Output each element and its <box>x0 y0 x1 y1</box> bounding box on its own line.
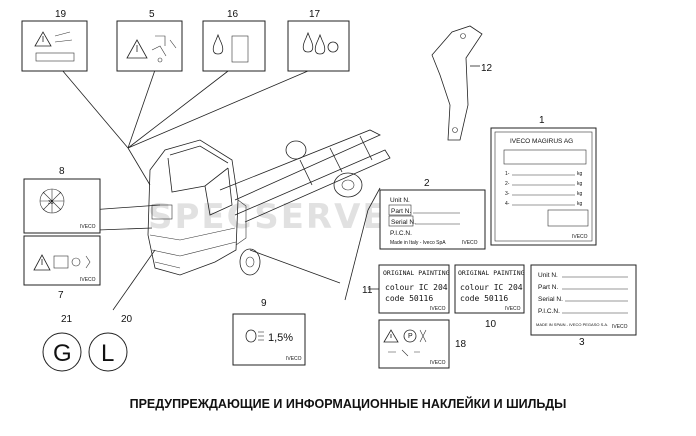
plate-1-unit3: kg <box>577 191 583 197</box>
paint-10-colour: colour IC 204 <box>460 283 523 292</box>
plate-1-row1: 1- <box>505 171 510 177</box>
callout-7: 7 <box>58 290 64 301</box>
callout-18: 18 <box>455 339 467 350</box>
label-8-brand: IVECO <box>80 224 96 230</box>
plate-2-serial: Serial N. <box>391 219 416 226</box>
plate-1-row3: 3- <box>505 191 510 197</box>
callout-19: 19 <box>55 9 67 20</box>
label-17: 17 <box>287 9 350 72</box>
callout-21: 21 <box>61 314 73 325</box>
plate-2-brand: IVECO <box>462 240 478 246</box>
paint-11-title: ORIGINAL PAINTING <box>383 269 450 277</box>
callout-11: 11 <box>362 285 373 296</box>
callout-10: 10 <box>485 319 497 330</box>
paint-label-10: ORIGINAL PAINTING colour IC 204 code 501… <box>454 264 525 330</box>
paint-11-brand: IVECO <box>430 306 446 312</box>
label-7-brand: IVECO <box>80 277 96 283</box>
label-8: 8 35 IVECO <box>23 166 101 234</box>
disc-21: 21 G <box>42 314 82 372</box>
label-8-value: 35 <box>48 200 54 206</box>
callout-2: 2 <box>424 178 430 189</box>
plate-3: Unit N. Part N. Serial N. P.I.C.N. MADE … <box>530 264 637 348</box>
svg-text:P: P <box>408 333 413 340</box>
callout-12: 12 <box>481 63 493 74</box>
callout-9: 9 <box>261 298 267 309</box>
plate-3-part: Part N. <box>538 284 558 291</box>
label-18-brand: IVECO <box>430 360 446 366</box>
label-9-value: 1,5% <box>268 332 293 344</box>
label-9-brand: IVECO <box>286 356 302 362</box>
plate-1: 1 IVECO MAGIRUS AG 1- kg 2- kg 3- kg 4- … <box>490 115 597 246</box>
plate-3-picn: P.I.C.N. <box>538 308 560 315</box>
bracket-12: 12 <box>431 25 493 141</box>
plate-1-brand: IVECO <box>572 234 588 240</box>
plate-1-title: IVECO MAGIRUS AG <box>510 138 573 145</box>
callout-3: 3 <box>579 337 585 348</box>
callout-5: 5 <box>149 9 155 20</box>
callout-8: 8 <box>59 166 65 177</box>
disc-21-letter: G <box>53 340 72 367</box>
disc-20-letter: L <box>101 340 114 367</box>
label-16: 16 <box>202 9 266 72</box>
plate-2-unit: Unit N. <box>390 197 410 204</box>
callout-16: 16 <box>227 9 239 20</box>
plate-3-made: MADE IN SPAIN - IVECO PEGASO S.A. <box>536 322 608 327</box>
callout-1: 1 <box>539 115 545 126</box>
plate-2-made: Made in Italy - Iveco SpA <box>390 240 446 246</box>
label-9: 9 1,5% IVECO <box>232 298 306 366</box>
plate-2: 2 Unit N. Part N. Serial N. P.I.C.N. Mad… <box>379 178 486 250</box>
diagram-caption: ПРЕДУПРЕЖДАЮЩИЕ И ИНФОРМАЦИОННЫЕ НАКЛЕЙК… <box>130 396 567 411</box>
paint-11-code: code 50116 <box>385 294 433 303</box>
disc-20: 20 L <box>88 314 133 372</box>
label-19: 19 <box>21 9 88 72</box>
label-18: P IVECO 18 <box>378 319 467 369</box>
plate-3-brand: IVECO <box>612 324 628 330</box>
label-7: IVECO 7 <box>23 235 101 301</box>
plate-1-unit1: kg <box>577 171 583 177</box>
plate-2-part: Part N. <box>391 208 411 215</box>
paint-label-11: ORIGINAL PAINTING colour IC 204 code 501… <box>362 264 450 314</box>
leader-lines <box>61 67 381 311</box>
label-5: 5 <box>116 9 183 72</box>
paint-10-code: code 50116 <box>460 294 508 303</box>
plate-1-row2: 2- <box>505 181 510 187</box>
callout-17: 17 <box>309 9 321 20</box>
plate-1-unit2: kg <box>577 181 583 187</box>
paint-10-title: ORIGINAL PAINTING <box>458 269 525 277</box>
plate-1-row4: 4- <box>505 201 510 207</box>
plate-3-serial: Serial N. <box>538 296 563 303</box>
paint-10-brand: IVECO <box>505 306 521 312</box>
callout-20: 20 <box>121 314 133 325</box>
plate-1-unit4: kg <box>577 201 583 207</box>
paint-11-colour: colour IC 204 <box>385 283 448 292</box>
plate-3-unit: Unit N. <box>538 272 558 279</box>
plate-2-picn: P.I.C.N. <box>390 230 412 237</box>
truck-drawing <box>147 129 391 276</box>
